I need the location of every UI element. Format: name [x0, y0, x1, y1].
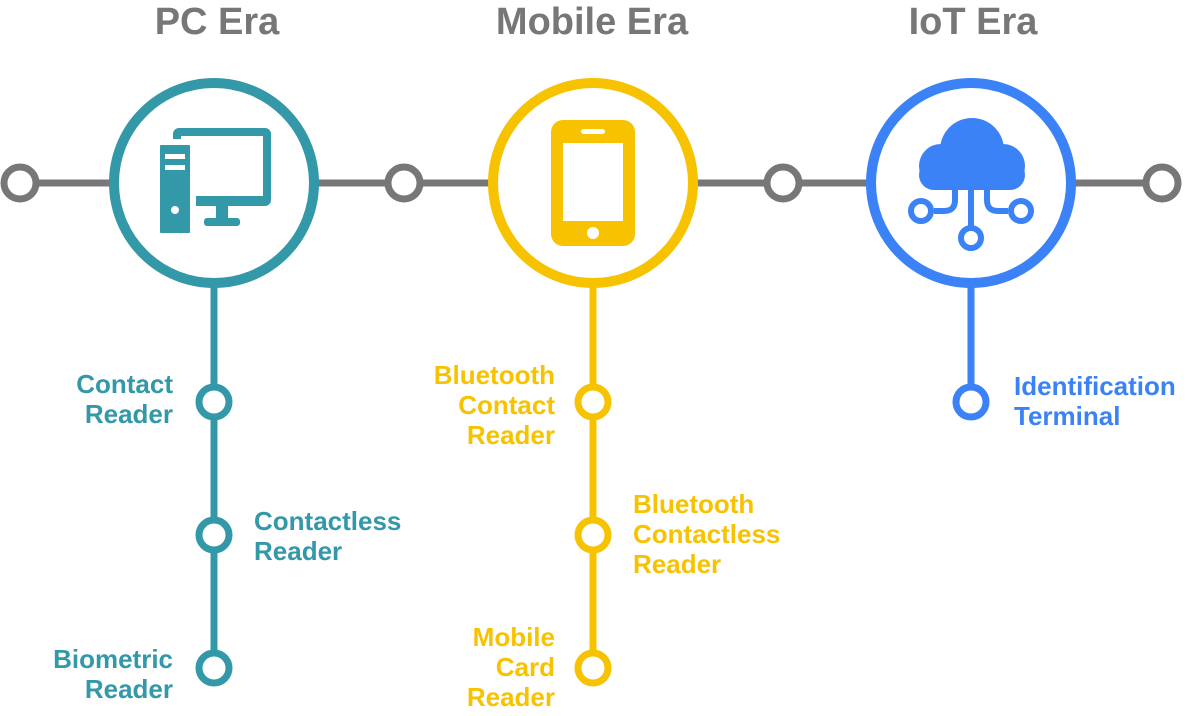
iot-era-branch — [866, 78, 1076, 421]
pc-era-title: PC Era — [154, 1, 280, 43]
network-links — [908, 188, 1034, 251]
smartphone-icon — [551, 120, 635, 246]
mobile-era-title: Mobile Era — [495, 1, 689, 43]
timeline-node-end — [1142, 163, 1182, 203]
pc-era-branch — [109, 78, 319, 687]
mobile-era-item-label: Mobile Card Reader — [466, 622, 555, 712]
timeline-node-start — [0, 163, 40, 203]
timeline-node-pc-mobile — [384, 163, 424, 203]
pc-era-item-label: Biometric Reader — [53, 644, 173, 704]
mobile-era-item-node — [574, 516, 612, 554]
timeline-node-mobile-iot — [763, 163, 803, 203]
mobile-era-item-node — [574, 383, 612, 421]
iot-era-item-node — [952, 383, 990, 421]
mobile-era-item-label: Bluetooth Contact Reader — [433, 360, 555, 450]
mobile-era-item-label: Bluetooth Contactless Reader — [633, 489, 781, 579]
pc-era-item-node — [195, 649, 233, 687]
mobile-era-branch — [488, 78, 698, 687]
pc-era-item-node — [195, 383, 233, 421]
mobile-era-item-node — [574, 649, 612, 687]
iot-era-title: IoT Era — [908, 1, 1038, 43]
iot-era-item-label: Identification Terminal — [1014, 371, 1176, 431]
cloud-network-icon — [919, 118, 1025, 190]
pc-era-item-label: Contactless Reader — [254, 506, 402, 566]
desktop-computer-icon — [154, 128, 271, 239]
pc-era-item-label: Contact Reader — [76, 369, 173, 429]
pc-era-item-node — [195, 516, 233, 554]
